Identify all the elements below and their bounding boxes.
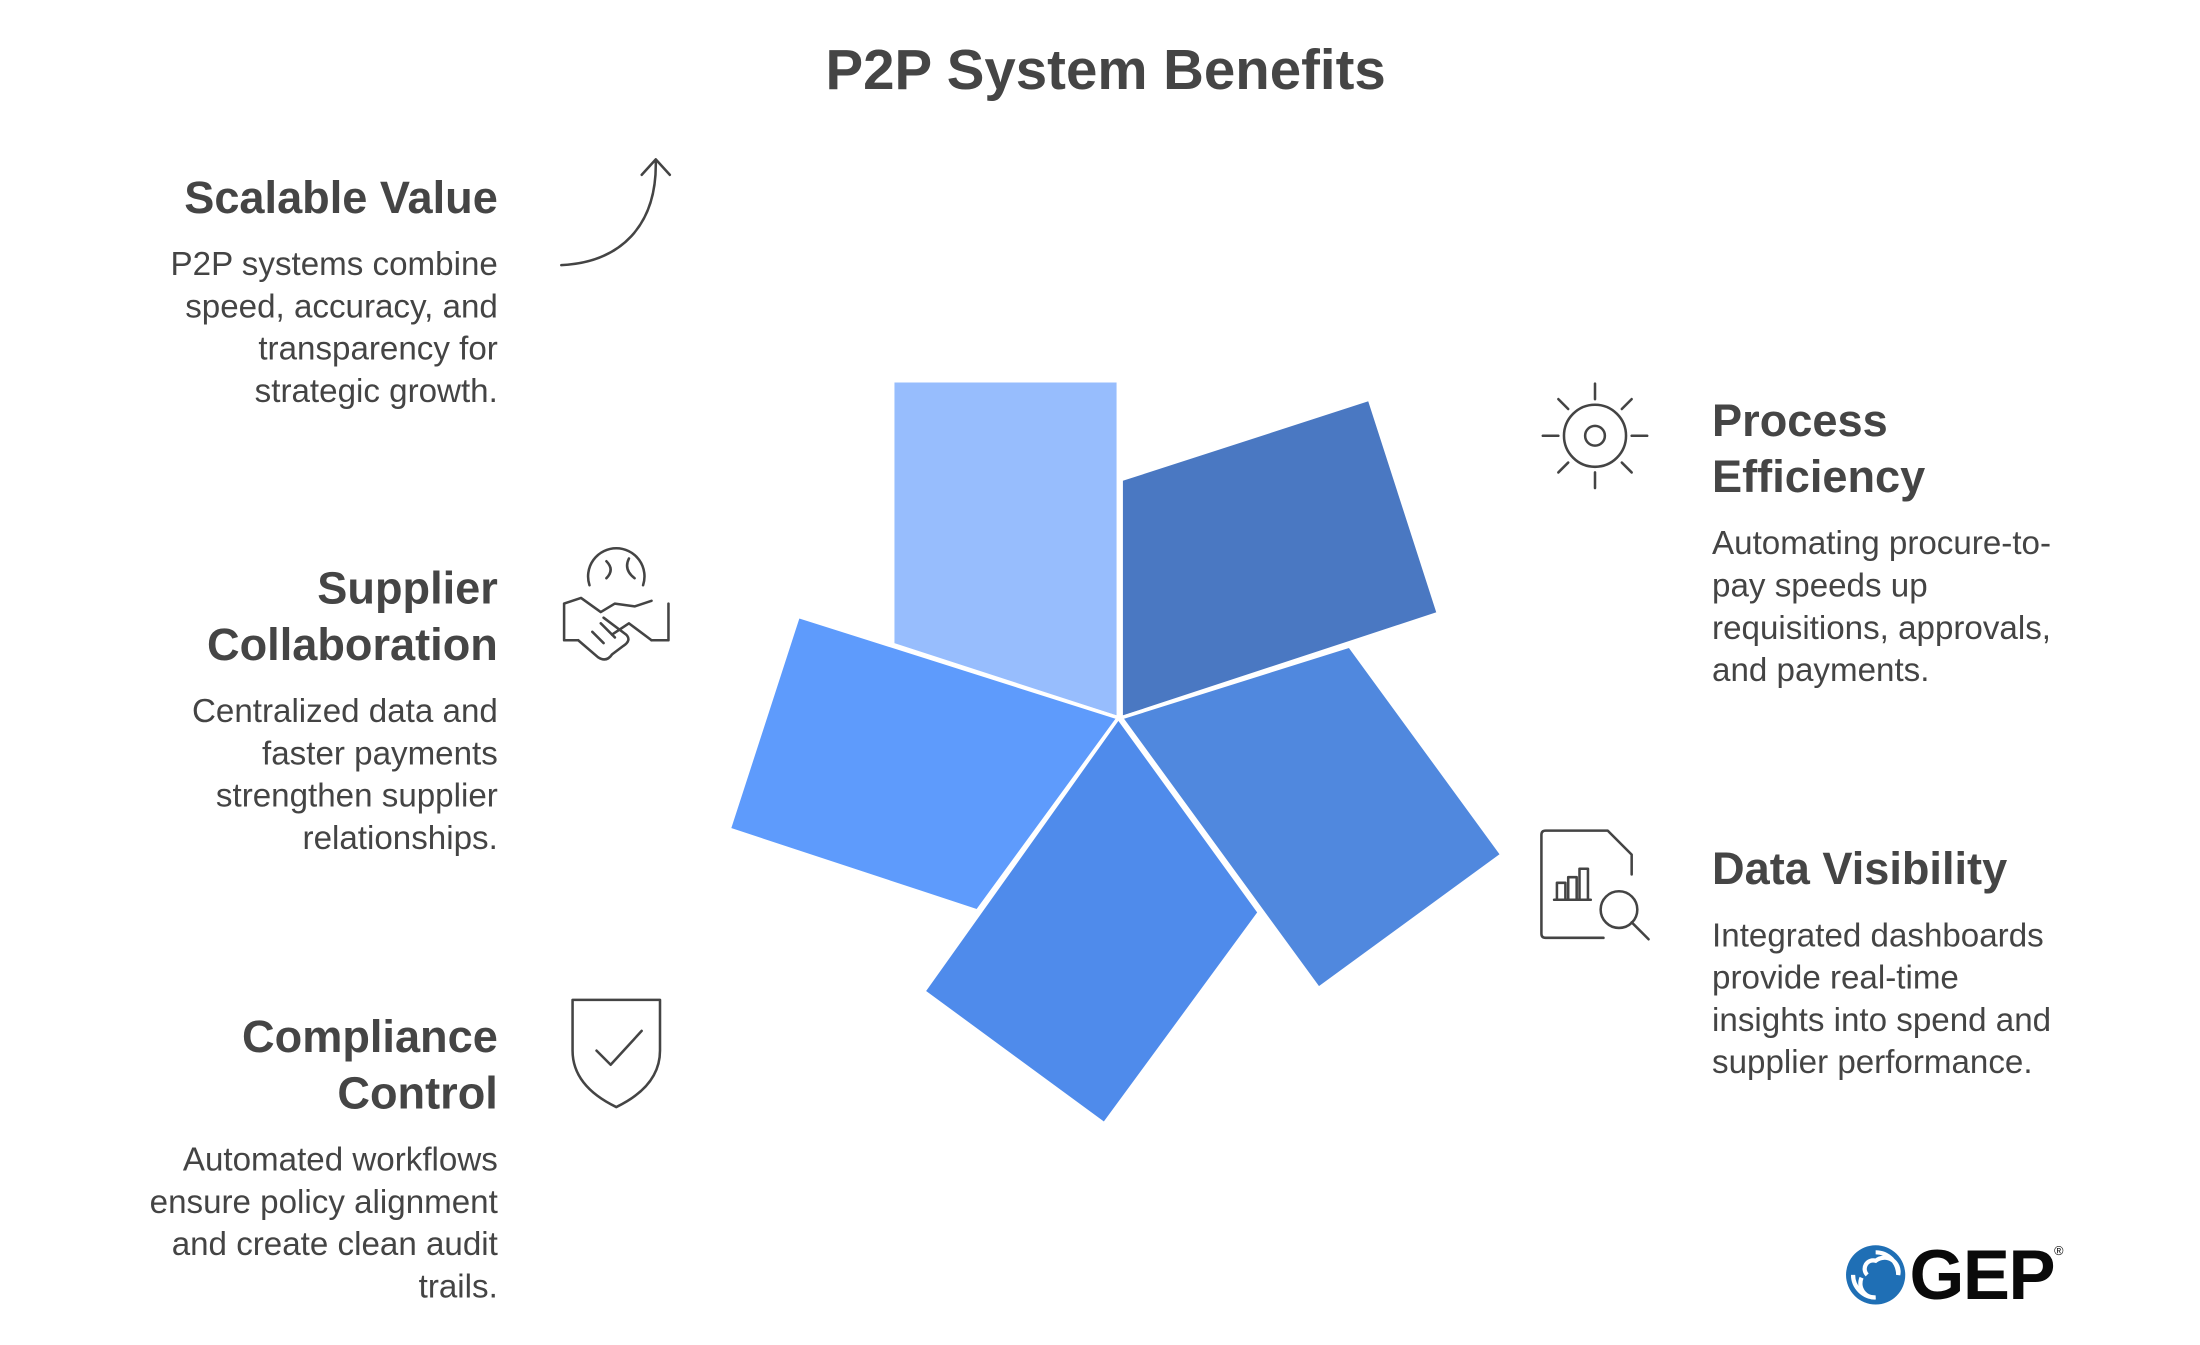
description-line: insights into spend and xyxy=(1712,1001,2052,1038)
description-line: transparency for xyxy=(258,330,498,367)
description-line: relationships. xyxy=(302,819,498,857)
benefit-data-visibility: Data Visibility Integrated dashboards pr… xyxy=(1712,841,2051,1084)
description-line: speed, accuracy, and xyxy=(185,287,498,325)
segment-compliance-control xyxy=(921,714,1262,1127)
benefit-description: P2P systems combine speed, accuracy, and… xyxy=(171,243,498,412)
page-title: P2P System Benefits xyxy=(825,39,1386,102)
arrow-up-curve-icon xyxy=(560,158,672,267)
heading-line: Process xyxy=(1712,394,1888,446)
description-line: provide real-time xyxy=(1712,958,1959,996)
description-line: Automated workflows xyxy=(182,1140,498,1178)
description-line: and payments. xyxy=(1712,651,1930,689)
benefit-scalable-value: Scalable Value P2P systems combine speed… xyxy=(171,169,498,412)
description-line: Centralized data and xyxy=(191,692,498,730)
benefit-description: Centralized data and faster payments str… xyxy=(192,690,498,859)
segment-data-visibility xyxy=(1118,643,1505,992)
handshake-globe-icon xyxy=(562,547,670,661)
description-line: trails. xyxy=(418,1267,498,1305)
description-line: pay speeds up xyxy=(1712,566,1928,604)
heading-line: Data Visibility xyxy=(1712,843,2008,895)
benefit-description: Automating procure-to- pay speeds up req… xyxy=(1712,522,2051,691)
benefit-description: Automated workflows ensure policy alignm… xyxy=(150,1138,498,1307)
description-line: P2P systems combine xyxy=(170,245,498,283)
description-line: and create clean audit xyxy=(171,1225,498,1263)
benefit-description: Integrated dashboards provide real-time … xyxy=(1712,914,2051,1083)
benefit-heading: Scalable Value xyxy=(171,169,498,225)
heading-line: Efficiency xyxy=(1712,451,1926,503)
description-line: Integrated dashboards xyxy=(1712,916,2044,954)
description-line: ensure policy alignment xyxy=(149,1183,498,1220)
description-line: strategic growth. xyxy=(254,372,498,409)
gep-logo-text: GEP xyxy=(1909,1235,2055,1315)
heading-line: Supplier xyxy=(317,562,498,614)
gep-logo: GEP ® xyxy=(1845,1235,2064,1314)
description-line: faster payments xyxy=(262,734,498,772)
description-line: supplier performance. xyxy=(1712,1043,2033,1081)
benefit-heading: Data Visibility xyxy=(1712,841,2051,897)
report-search-icon xyxy=(1540,829,1650,941)
heading-line: Collaboration xyxy=(206,619,498,670)
heading-line: Scalable Value xyxy=(184,172,498,223)
segment-process-efficiency xyxy=(1119,396,1441,721)
description-line: requisitions, approvals, xyxy=(1712,609,2052,646)
sun-gear-icon xyxy=(1541,382,1649,490)
shield-check-icon xyxy=(571,998,662,1109)
heading-line: Compliance xyxy=(242,1011,498,1062)
description-line: Automating procure-to- xyxy=(1712,524,2052,562)
segment-supplier-collaboration xyxy=(726,614,1122,914)
gep-swirl-icon xyxy=(1846,1245,1906,1305)
description-line: strengthen supplier xyxy=(215,777,498,814)
registered-mark: ® xyxy=(2054,1243,2064,1258)
heading-line: Control xyxy=(337,1067,498,1119)
